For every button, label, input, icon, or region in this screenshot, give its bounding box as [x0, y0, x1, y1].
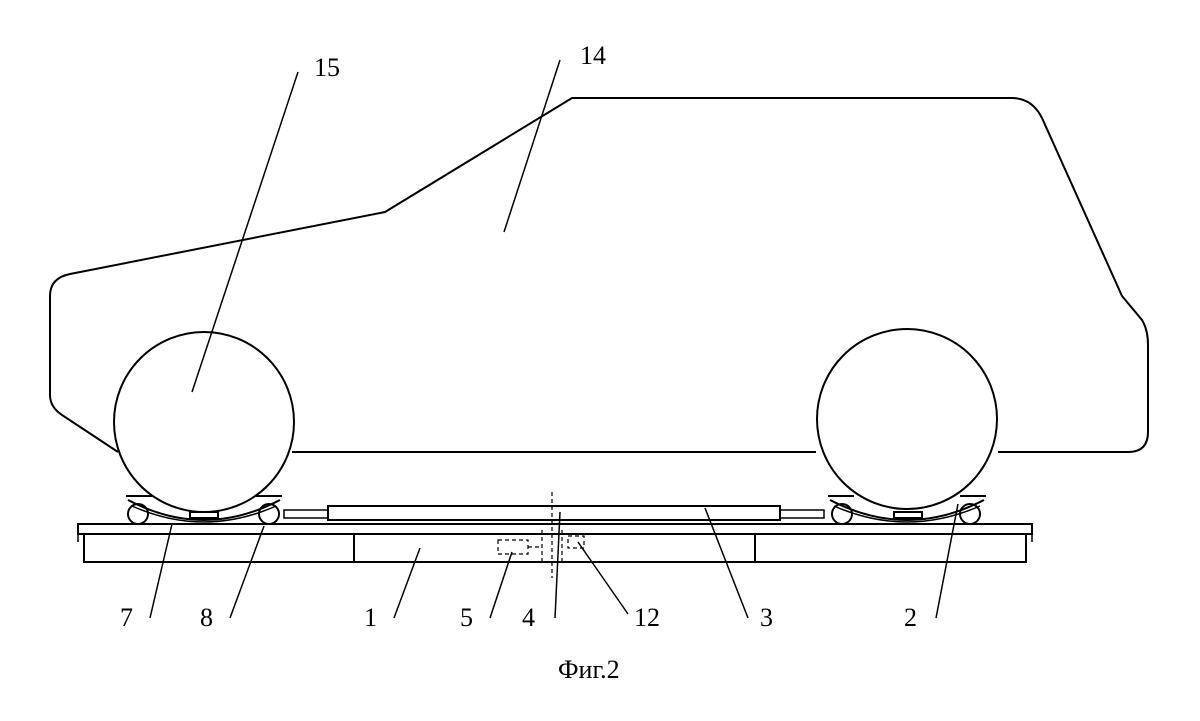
- rear-wheel: [816, 328, 998, 510]
- unit-box: [497, 539, 529, 555]
- label-wheel: 15: [314, 53, 340, 82]
- leader-lines: [149, 59, 959, 619]
- sensor-box: [567, 535, 585, 549]
- figure-caption: Фиг.2: [558, 655, 620, 684]
- right-roller-outer: [959, 503, 981, 525]
- left-cradle: [126, 495, 282, 525]
- left-roller-outer: [127, 503, 149, 525]
- left-roller: [258, 503, 280, 525]
- car-body-outline: [49, 97, 1149, 453]
- base-platform: [77, 523, 1033, 563]
- label-rail: 3: [760, 603, 773, 632]
- right-roller-inner: [831, 503, 853, 525]
- front-wheel: [113, 331, 295, 513]
- central-rail: [283, 505, 825, 521]
- label-car: 14: [580, 41, 606, 70]
- right-cradle: [828, 495, 986, 525]
- central-axis-assembly: [497, 492, 585, 578]
- label-roller: 8: [200, 603, 213, 632]
- label-unit: 5: [460, 603, 473, 632]
- label-skid-left: 7: [120, 603, 133, 632]
- label-sensor: 12: [634, 603, 660, 632]
- label-base: 1: [364, 603, 377, 632]
- label-axis: 4: [522, 603, 535, 632]
- label-skid-right: 2: [904, 603, 917, 632]
